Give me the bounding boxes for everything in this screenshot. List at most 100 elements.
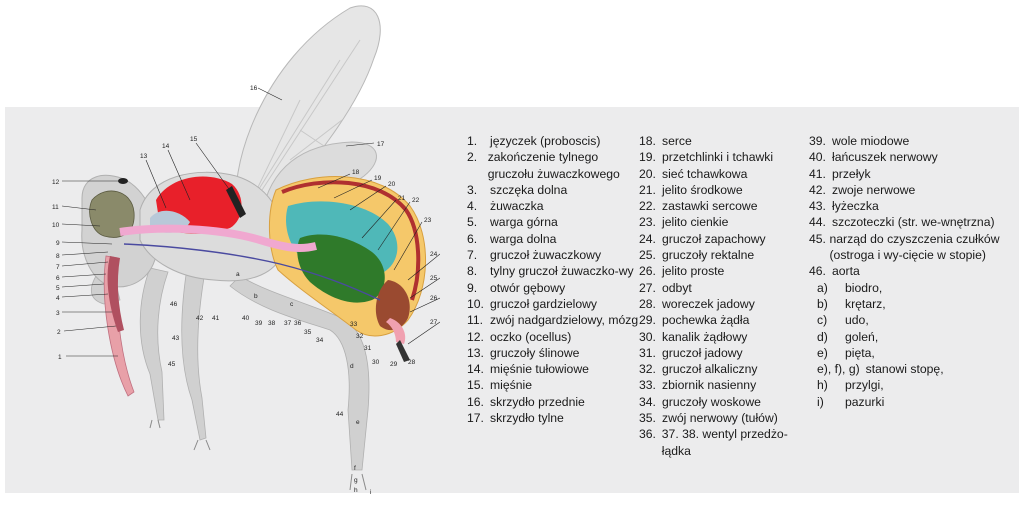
leader-lines — [61, 87, 440, 357]
leg-letter-h: h — [354, 487, 358, 494]
legend-label: warga górna — [490, 215, 558, 230]
callout-8: 8 — [56, 253, 60, 260]
legend-label: woreczek jadowy — [662, 296, 755, 311]
legend-number: 35. — [639, 411, 656, 426]
legend-number: 19. — [639, 150, 656, 165]
legend-item-17: 35.zwój nerwowy (tułów) — [639, 410, 811, 426]
legend-item-3: 4.żuwaczka — [467, 198, 639, 214]
callout-36: 36 — [294, 320, 302, 327]
legend-number: 16. — [467, 394, 484, 409]
legend-number: 27. — [639, 280, 656, 295]
legend-number: c) — [817, 313, 828, 328]
legend-number: 22. — [639, 199, 656, 214]
legend-number: 23. — [639, 215, 656, 230]
legend-number: 6. — [467, 231, 478, 246]
legend-item-10: 28. woreczek jadowy — [639, 296, 811, 312]
legend-label: gruczoły rektalne — [662, 248, 755, 263]
legend-number: 39. — [809, 134, 826, 148]
callout-29: 29 — [390, 361, 398, 368]
callout-23: 23 — [424, 217, 432, 224]
callout-34: 34 — [316, 337, 324, 344]
legend-number: 31. — [639, 345, 656, 360]
callout-16: 16 — [250, 85, 258, 92]
callout-31: 31 — [364, 345, 372, 352]
legend-number: 28. — [639, 296, 656, 311]
leg-segment-item-4: e)pięta, — [817, 345, 1021, 361]
callout-11: 11 — [52, 204, 59, 211]
legend-label: pochewka żądła — [662, 313, 750, 328]
callout-35: 35 — [304, 329, 312, 336]
legend-item-15: 16.skrzydło przednie — [467, 394, 639, 410]
callout-17: 17 — [377, 141, 385, 148]
legend-number: 33. — [639, 378, 656, 393]
legend-item-2: 3. szczęka dolna — [467, 182, 639, 198]
legend-number: 29. — [639, 313, 656, 328]
legend-number: 43. — [809, 199, 826, 214]
legend-label: biodro, — [845, 280, 883, 295]
legend-number: 30. — [639, 329, 656, 344]
legend-number: 41. — [809, 166, 826, 181]
callout-18: 18 — [352, 169, 360, 176]
legend-item-5: 44.szczoteczki (str. we-wnętrzna) — [809, 214, 1021, 230]
callout-37: 37 — [284, 320, 292, 327]
legend-number: a) — [817, 280, 828, 295]
legend-number: 45. — [809, 231, 826, 246]
leg-segment-list: a)biodro,b)krętarz,c)udo,d)goleń,e)pięta… — [809, 280, 1021, 410]
callout-2: 2 — [57, 329, 61, 336]
legend-item-8: 9.otwór gębowy — [467, 280, 639, 296]
legend-item-7: 8.tylny gruczoł żuwaczko-wy — [467, 263, 639, 279]
legend-number: 1. — [467, 134, 478, 148]
leg-segment-item-5: e), f), g)stanowi stopę, — [817, 361, 1021, 377]
legend-number: 9. — [467, 280, 478, 295]
legend-number: 32. — [639, 362, 656, 377]
legend-item-5: 6. warga dolna — [467, 231, 639, 247]
leg-segment-item-0: a) biodro, — [817, 280, 1021, 296]
wing-veins — [245, 39, 361, 213]
legend-label: szczęka dolna — [490, 182, 568, 197]
venom-sac — [386, 318, 406, 344]
legend-label: sieć tchawkowa — [662, 166, 748, 181]
legend-label: jelito środkowe — [662, 182, 743, 197]
legend-number: b) — [817, 296, 828, 311]
legend-item-0: 39.wole miodowe — [809, 133, 1021, 149]
legend-label: warga dolna — [490, 231, 557, 246]
callout-14: 14 — [162, 143, 170, 150]
legend-number: 15. — [467, 378, 484, 393]
callout-39: 39 — [255, 320, 263, 327]
legend-label: łańcuszek nerwowy — [832, 150, 938, 165]
legend-number: 12. — [467, 329, 484, 344]
legend-item-12: 30.kanalik żądłowy — [639, 329, 811, 345]
legend-item-6: 45.narząd do czyszczenia czułków (ostrog… — [809, 231, 1021, 264]
callout-41: 41 — [212, 315, 220, 322]
legend-label: jelito proste — [662, 264, 725, 279]
legend-label: przetchlinki i tchawki — [662, 150, 774, 165]
legend-number: d) — [817, 329, 828, 344]
callout-46: 46 — [170, 301, 178, 308]
legend-item-3: 21.jelito środkowe — [639, 182, 811, 198]
callout-numbers: 1 2 3 4 5 6 7 8 9 10 11 12 13 14 15 16 1… — [52, 85, 438, 418]
legend-item-12: 13.gruczoły ślinowe — [467, 345, 639, 361]
callout-21: 21 — [398, 195, 406, 202]
callout-7: 7 — [56, 264, 60, 271]
legend-label: mięśnie tułowiowe — [490, 362, 589, 377]
legend-label: skrzydło tylne — [490, 411, 564, 426]
callout-32: 32 — [356, 333, 364, 340]
legend-item-11: 29. pochewka żądła — [639, 312, 811, 328]
legend-item-13: 31.gruczoł jadowy — [639, 345, 811, 361]
legend-item-18: 36.37. 38. wentyl przedżo-łądka — [639, 426, 811, 459]
legend-column-1: 1.języczek (proboscis)2.zakończenie tyln… — [467, 133, 639, 426]
callout-27: 27 — [430, 319, 438, 326]
legend-number: e) — [817, 345, 828, 360]
legend-number: e), f), g) — [817, 362, 860, 377]
callout-1: 1 — [58, 354, 62, 361]
legend-item-4: 5. warga górna — [467, 214, 639, 230]
legend-item-4: 22.zastawki sercowe — [639, 198, 811, 214]
legend-label: serce — [662, 134, 692, 148]
legend-label: odbyt — [662, 280, 692, 295]
legend-item-9: 27. odbyt — [639, 280, 811, 296]
leg-segment-item-7: i)pazurki — [817, 394, 1021, 410]
legend-item-6: 24.gruczoł zapachowy — [639, 231, 811, 247]
legend-number: 5. — [467, 215, 478, 230]
legend-number: 3. — [467, 182, 478, 197]
